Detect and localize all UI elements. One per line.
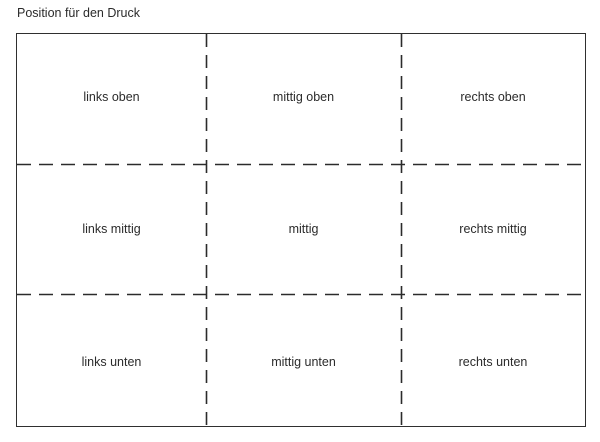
page-title: Position für den Druck bbox=[17, 6, 140, 20]
grid-cell-rechts-oben[interactable]: rechts oben bbox=[401, 34, 585, 164]
grid-cell-links-mittig[interactable]: links mittig bbox=[17, 164, 206, 294]
grid-cell-links-unten[interactable]: links unten bbox=[17, 294, 206, 426]
grid-cell-label: mittig unten bbox=[271, 355, 336, 369]
grid-inner: links oben mittig oben rechts oben links… bbox=[17, 34, 585, 426]
grid-cell-mittig[interactable]: mittig bbox=[206, 164, 401, 294]
grid-cell-mittig-oben[interactable]: mittig oben bbox=[206, 34, 401, 164]
grid-cell-label: links unten bbox=[81, 355, 142, 369]
grid-cell-links-oben[interactable]: links oben bbox=[17, 34, 206, 164]
grid-cell-label: mittig oben bbox=[272, 90, 335, 104]
grid-cell-label: links oben bbox=[83, 90, 140, 104]
grid-cell-label: rechts oben bbox=[460, 90, 526, 104]
grid-cell-label: rechts unten bbox=[458, 355, 528, 369]
grid-cell-label: mittig bbox=[288, 222, 319, 236]
grid-cell-mittig-unten[interactable]: mittig unten bbox=[206, 294, 401, 426]
print-position-grid[interactable]: links oben mittig oben rechts oben links… bbox=[16, 33, 586, 427]
grid-cell-rechts-mittig[interactable]: rechts mittig bbox=[401, 164, 585, 294]
grid-cell-label: rechts mittig bbox=[459, 222, 527, 236]
grid-cell-rechts-unten[interactable]: rechts unten bbox=[401, 294, 585, 426]
grid-cell-label: links mittig bbox=[82, 222, 141, 236]
